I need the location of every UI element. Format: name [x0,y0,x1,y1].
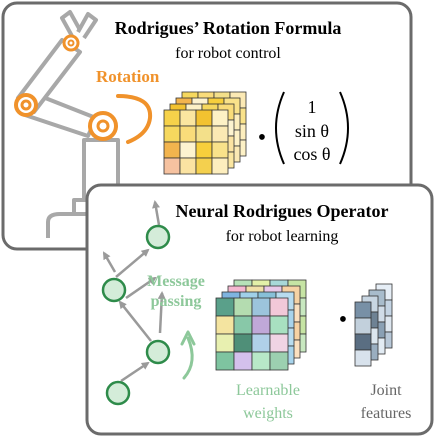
vector-parens [275,91,349,165]
graph-node [145,339,171,365]
graph-nodes-icon [101,200,196,406]
graph-node [101,277,127,303]
learnable-weight-matrix-icon [215,279,307,371]
graph-node [145,224,171,250]
rotation-label: Rotation [96,67,160,86]
feature-column [354,301,372,367]
vector-cos: cos θ [293,144,330,164]
vector-sin: sin θ [295,121,329,141]
matrix-layer [215,297,289,371]
robot-joints [14,34,118,141]
message-label-line2: passing [151,293,202,310]
matrix-layer [163,109,229,175]
top-card-title: Rodrigues’ Rotation Formula [115,18,342,38]
dot-operator: • [258,125,266,151]
bottom-card-title: Neural Rodrigues Operator [176,201,389,221]
top-card-subtitle: for robot control [175,45,281,62]
bottom-card-subtitle: for robot learning [226,228,339,245]
features-label-line2: features [361,405,412,422]
features-label-line1: Joint [370,382,402,399]
dot-operator-bottom: • [339,307,347,333]
weights-label-line2: weights [243,405,293,422]
message-label-line1: Message [147,273,205,290]
feature-matrix-icon [354,283,393,367]
bottom-card: Neural Rodrigues Operator for robot lear… [85,183,434,436]
weight-matrix-icon [163,91,247,175]
rotation-arrow-icon [116,94,153,144]
vector-one: 1 [308,97,317,117]
graph-node [105,380,131,406]
weights-label-line1: Learnable [236,382,300,399]
